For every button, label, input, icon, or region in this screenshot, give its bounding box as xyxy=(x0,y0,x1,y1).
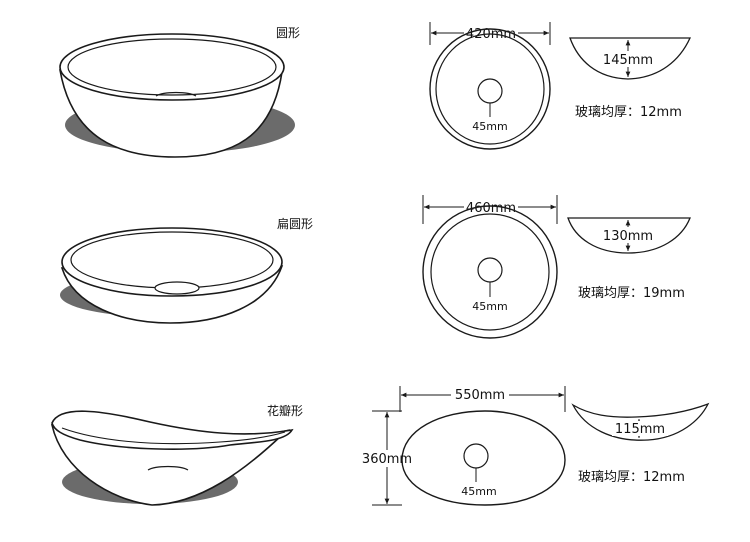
flat-drain-hole xyxy=(477,257,503,283)
round-top-outer xyxy=(429,28,551,150)
round-depth-label: 145mm xyxy=(603,53,653,68)
flat-top-inner xyxy=(430,213,550,331)
round-side-section: 145mm 玻璃均厚：12mm xyxy=(569,37,692,120)
round-drain-label: 45mm xyxy=(472,120,507,133)
flat-bowl-inner-rim xyxy=(70,231,274,289)
petal-shape-name: 花瓣形 xyxy=(267,403,303,418)
round-bowl-inner-rim xyxy=(67,38,277,96)
petal-bowl-drain xyxy=(147,465,189,471)
petal-drain-label: 45mm xyxy=(461,485,496,498)
flat-thickness-label: 玻璃均厚：19mm xyxy=(578,286,685,301)
flat-depth-label: 130mm xyxy=(603,229,653,244)
petal-width-label: 550mm xyxy=(455,388,505,403)
round-thickness-label: 玻璃均厚：12mm xyxy=(575,105,682,120)
flat-shape-name: 扁圆形 xyxy=(277,217,313,231)
petal-depth-label: 115mm xyxy=(615,422,665,437)
flat-bowl-drain xyxy=(154,281,200,295)
petal-drain-hole xyxy=(463,443,489,469)
petal-side-section: 115mm 玻璃均厚：12mm xyxy=(571,402,710,485)
petal-top-view: 550mm 360mm 45mm xyxy=(362,386,566,506)
petal-bowl-inner-rim xyxy=(61,427,286,445)
petal-height-label: 360mm xyxy=(362,452,412,467)
round-top-view: 420mm 45mm xyxy=(429,22,551,150)
petal-bowl-illustration xyxy=(50,410,294,506)
round-top-inner xyxy=(435,33,545,145)
flat-side-section: 130mm 玻璃均厚：19mm xyxy=(567,217,691,301)
flat-drain-label: 45mm xyxy=(472,300,507,313)
flat-bowl-illustration xyxy=(60,227,284,324)
round-shape-name: 圆形 xyxy=(276,26,300,40)
round-bowl-illustration xyxy=(59,33,295,158)
petal-top-outer xyxy=(401,410,566,506)
flat-top-view: 460mm 45mm xyxy=(422,195,558,339)
petal-thickness-label: 玻璃均厚：12mm xyxy=(578,470,685,485)
round-drain-hole xyxy=(477,78,503,104)
flat-width-label: 460mm xyxy=(466,201,516,216)
round-bowl-drain xyxy=(155,91,197,97)
flat-top-outer xyxy=(422,205,558,339)
